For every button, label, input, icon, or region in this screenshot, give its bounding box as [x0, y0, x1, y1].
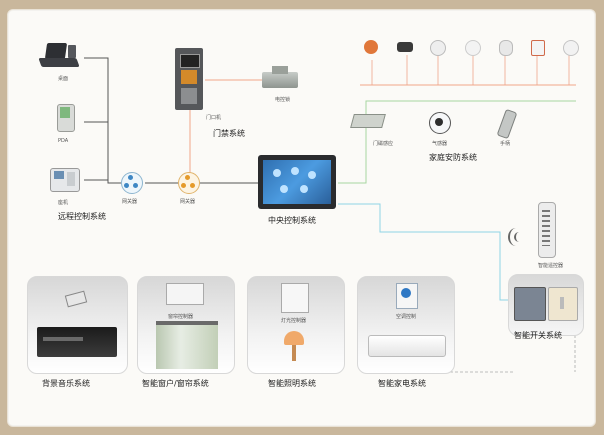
gateway2-label: 网关器	[180, 199, 196, 205]
handset-label: 手柄	[500, 141, 511, 147]
security-system-label: 家庭安防系统	[429, 153, 477, 162]
ac-control-label: 空调控制	[396, 314, 417, 320]
appliance-system-label: 智能家电系统	[378, 379, 426, 388]
window-sensor-icon	[350, 108, 386, 134]
pda-icon	[55, 104, 77, 132]
lighting-system-label: 智能照明系统	[268, 379, 316, 388]
smoke-sensor-icon	[428, 38, 446, 56]
gas-sensor-icon	[428, 111, 452, 135]
wireless-icon	[508, 224, 532, 252]
door-lock-label: 电控锁	[275, 97, 291, 103]
central-control-panel[interactable]	[258, 155, 338, 213]
camera-icon	[395, 38, 415, 56]
curtain-control-label: 窗帘控制器	[168, 314, 194, 320]
central-system-label: 中央控制系统	[268, 216, 316, 225]
tablet-label: 桌面	[58, 76, 69, 82]
window-sensor-label: 门磁感应	[373, 141, 394, 147]
appliance-system-card[interactable]: 空调控制	[357, 276, 455, 374]
tablet-icon	[38, 41, 84, 72]
door-unit-icon	[175, 48, 205, 112]
switch-system-card[interactable]	[508, 274, 584, 336]
siren-icon	[362, 38, 380, 58]
emergency-button-icon	[528, 38, 546, 56]
door-lock-icon	[262, 66, 302, 94]
gateway-icon	[178, 172, 202, 194]
gateway-icon	[121, 172, 145, 194]
sensor-icon	[496, 38, 514, 56]
lighting-system-card[interactable]: 灯光控制器	[247, 276, 345, 374]
motion-sensor-icon	[463, 38, 481, 56]
handset-icon	[496, 108, 518, 140]
light-control-label: 灯光控制器	[281, 318, 307, 324]
phone-label: 座机	[58, 200, 69, 206]
remote-control-label: 智能遥控器	[538, 263, 564, 269]
remote-control-system-label: 远程控制系统	[58, 212, 106, 221]
detector-icon	[561, 38, 579, 56]
pda-label: PDA	[58, 138, 69, 144]
music-system-card[interactable]	[27, 276, 128, 374]
curtain-system-label: 智能窗户/窗帘系统	[142, 379, 209, 388]
gateway1-label: 网关器	[122, 199, 138, 205]
phone-icon	[50, 164, 80, 192]
switch-system-label: 智能开关系统	[514, 331, 562, 340]
door-unit-label: 门口机	[206, 115, 222, 121]
music-system-label: 背景音乐系统	[42, 379, 90, 388]
gas-sensor-label: 气感器	[432, 141, 448, 147]
door-system-label: 门禁系统	[213, 129, 245, 138]
remote-control-icon	[532, 202, 562, 258]
curtain-system-card[interactable]: 窗帘控制器	[137, 276, 235, 374]
